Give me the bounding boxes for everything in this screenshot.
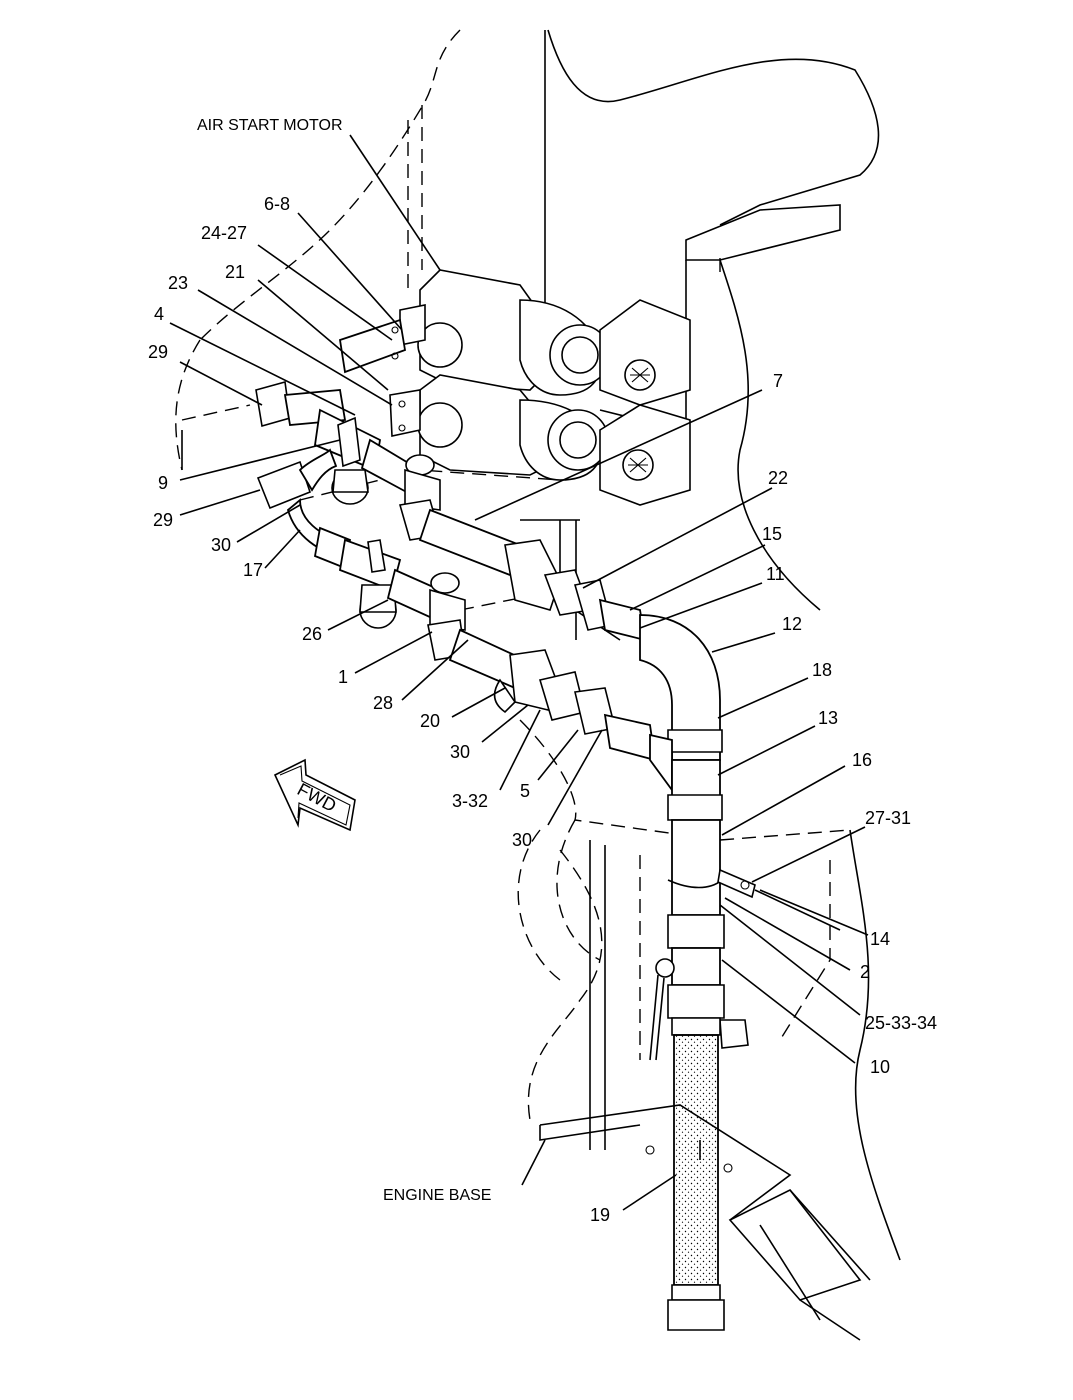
callout-30-left: 30 <box>211 535 231 555</box>
lower-piping <box>313 526 657 762</box>
callout-9: 9 <box>158 473 168 493</box>
fwd-arrow: FWD <box>273 758 356 832</box>
callout-20: 20 <box>420 711 440 731</box>
label-air-start-motor: AIR START MOTOR <box>197 117 343 134</box>
callout-28: 28 <box>373 693 393 713</box>
callout-labels: AIR START MOTOR ENGINE BASE 6-8 24-27 21… <box>148 117 937 1225</box>
vertical-pipe <box>639 614 841 1331</box>
air-start-motor-lower <box>389 326 691 506</box>
callout-14: 14 <box>870 929 890 949</box>
callout-4: 4 <box>154 304 164 324</box>
leader-lines <box>169 134 869 1211</box>
callout-23: 23 <box>168 273 188 293</box>
callout-12: 12 <box>782 614 802 634</box>
callout-16: 16 <box>852 750 872 770</box>
callout-7: 7 <box>773 371 783 391</box>
callout-30-middle: 30 <box>450 742 470 762</box>
callout-30-lower: 30 <box>512 830 532 850</box>
fwd-label: FWD <box>294 779 340 816</box>
callout-24-27: 24-27 <box>201 223 247 243</box>
callout-3-32: 3-32 <box>452 791 488 811</box>
callout-29-lower: 29 <box>153 510 173 530</box>
callout-13: 13 <box>818 708 838 728</box>
callout-21: 21 <box>225 262 245 282</box>
callout-15: 15 <box>762 524 782 544</box>
callout-5: 5 <box>520 781 530 801</box>
label-engine-base: ENGINE BASE <box>383 1187 491 1204</box>
callout-29-upper: 29 <box>148 342 168 362</box>
callout-18: 18 <box>812 660 832 680</box>
callout-10: 10 <box>870 1057 890 1077</box>
callout-2: 2 <box>860 962 870 982</box>
callout-25-33-34: 25-33-34 <box>865 1013 937 1033</box>
callout-11: 11 <box>766 564 785 584</box>
air-start-motor-upper <box>338 269 691 406</box>
callout-6-8: 6-8 <box>264 194 290 214</box>
callout-26: 26 <box>302 624 322 644</box>
callout-22: 22 <box>768 468 788 488</box>
callout-27-31: 27-31 <box>865 808 911 828</box>
callout-19: 19 <box>590 1205 610 1225</box>
callout-1: 1 <box>338 667 348 687</box>
callout-17: 17 <box>243 560 263 580</box>
